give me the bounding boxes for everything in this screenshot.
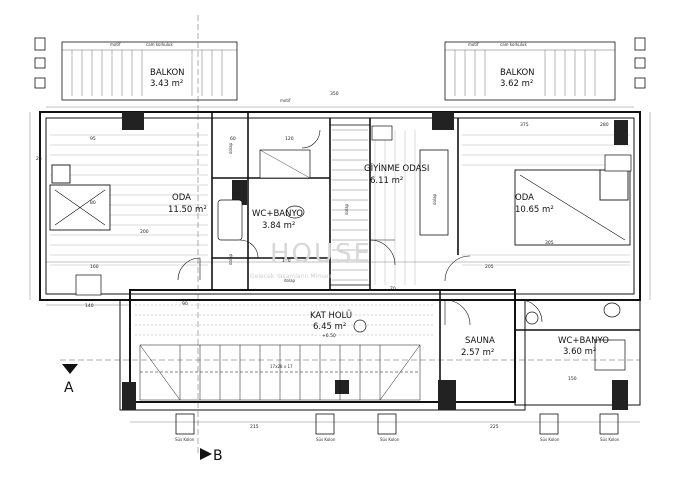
dim-120: 120 (285, 136, 294, 142)
watermark-subtitle: Gelecek Yaşamların Mimarı (250, 273, 331, 280)
section-a-label: A (64, 380, 74, 396)
dim-205: 205 (485, 264, 494, 270)
dolap-label: dolap (228, 253, 233, 265)
dolap-label: dolap (228, 142, 233, 154)
motif-label: motif (110, 42, 121, 47)
dim-280: 280 (600, 122, 609, 128)
dim-95: 95 (90, 136, 96, 142)
oda-right-area: 10.65 m² (515, 205, 554, 215)
motif-label: motif (280, 98, 291, 103)
oda-left-name: ODA (172, 193, 191, 203)
section-b-label: B (213, 448, 223, 464)
dim-375: 375 (520, 122, 529, 128)
motif-label: motif (468, 42, 479, 47)
balkon-right-name: BALKON (500, 68, 535, 78)
corner-marker (634, 57, 646, 69)
dim-120b: 120 (282, 258, 291, 264)
corner-marker (634, 37, 646, 51)
sauna-name: SAUNA (465, 336, 495, 346)
balkon-left-area: 3.43 m² (150, 79, 183, 89)
wc-banyo-right-area: 3.60 m² (563, 347, 596, 357)
sus-kolon-label: Süs Kolon (600, 437, 620, 442)
section-a-arrow (62, 364, 78, 374)
dolap-label: dolap (284, 278, 296, 283)
corner-marker (34, 57, 46, 69)
dim-80: 80 (90, 200, 96, 206)
wc-banyo-right-name: WC+BANYO (558, 336, 609, 346)
wc-banyo-left-name: WC+BANYO (252, 209, 303, 219)
stair-note: 17x28 x 17 (270, 364, 293, 369)
kat-holu-name: KAT HOLÜ (310, 310, 352, 321)
dim-305: 305 (545, 240, 554, 246)
dim-140: 140 (85, 303, 94, 309)
oda-right-name: ODA (515, 193, 534, 203)
wc-banyo-left-area: 3.84 m² (262, 221, 295, 231)
balcony-right-outline (444, 41, 616, 101)
cam-korkuluk-label: cam korkuluk (500, 42, 527, 47)
dolap-label: dolap (344, 203, 349, 215)
corner-marker (634, 77, 646, 89)
sauna-area: 2.57 m² (461, 348, 494, 358)
sus-kolon-label: Süs Kolon (380, 437, 400, 442)
balcony-left-outline (61, 41, 238, 101)
kat-holu-area: 6.45 m² (313, 322, 346, 332)
cam-korkuluk-label: cam korkuluk (146, 42, 173, 47)
dim-90: 90 (182, 301, 188, 307)
dim-70: 70 (390, 286, 396, 292)
dim-150: 150 (568, 376, 577, 382)
section-b-arrow (200, 448, 212, 460)
dim-350: 350 (330, 91, 339, 97)
dim-225: 225 (490, 424, 499, 430)
level-marker (353, 319, 367, 333)
dim-160: 160 (90, 264, 99, 270)
kat-holu-level: +6.50 (322, 333, 336, 339)
balkon-left-name: BALKON (150, 68, 185, 78)
corner-marker (34, 77, 46, 89)
corner-marker (34, 37, 46, 51)
sus-kolon-label: Süs Kolon (175, 437, 195, 442)
hall-wall (129, 289, 516, 403)
sus-kolon-label: Süs Kolon (540, 437, 560, 442)
giyinme-area: 6.11 m² (370, 176, 403, 186)
dolap-label: dolap (432, 193, 437, 205)
dim-25: 25 (36, 156, 42, 162)
giyinme-name: GİYİNME ODASI (364, 163, 429, 174)
balkon-right-area: 3.62 m² (500, 79, 533, 89)
sus-kolon-label: Süs Kolon (316, 437, 336, 442)
dim-60: 60 (230, 136, 236, 142)
dim-215: 215 (250, 424, 259, 430)
oda-left-area: 11.50 m² (168, 205, 207, 215)
dim-200: 200 (140, 229, 149, 235)
watermark-logo: HOUSE (270, 239, 372, 269)
